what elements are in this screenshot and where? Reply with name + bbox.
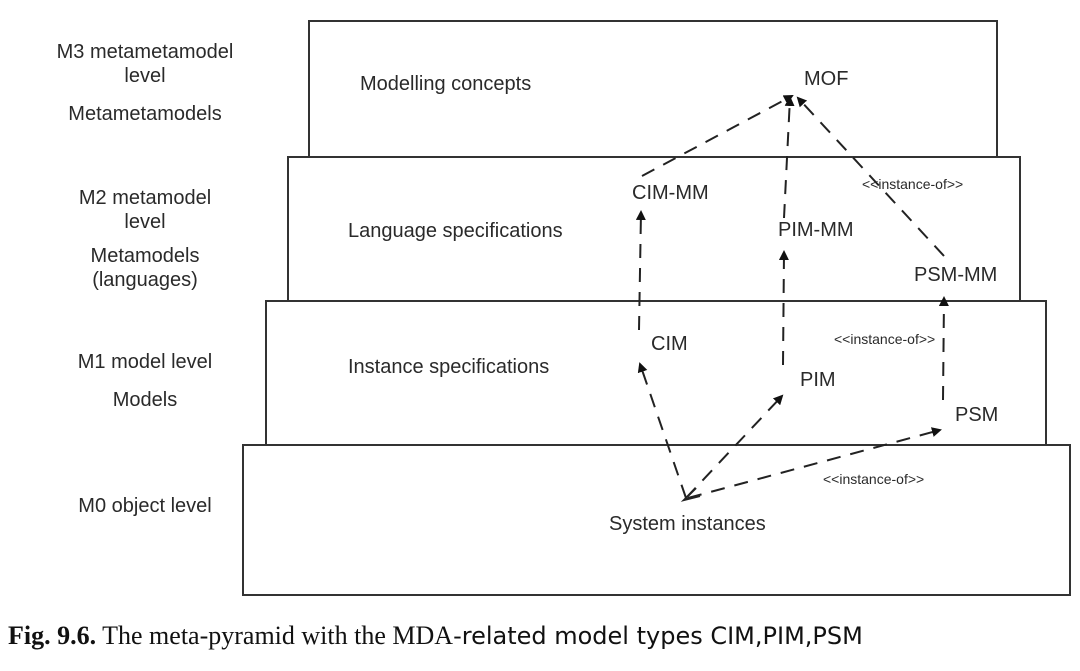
m1-box-label: Instance specifications <box>348 356 550 378</box>
m2-kind: Metamodels <box>90 245 200 267</box>
m3-box-label: Modelling concepts <box>360 73 532 95</box>
figure-caption: Fig. 9.6. The meta-pyramid with the MDA-… <box>8 620 863 651</box>
arrow-sys-to-pim <box>685 394 784 499</box>
caption-text-serif: The meta-pyramid with the MDA <box>96 621 454 650</box>
instance-of-label-m0: <<instance-of>> <box>823 471 925 487</box>
caption-figure-number: Fig. 9.6. <box>8 621 97 650</box>
m2-box-label: Language specifications <box>348 220 563 242</box>
node-cim-mm: CIM-MM <box>632 182 709 204</box>
arrow-psmmm-to-mof <box>796 96 945 257</box>
node-mof: MOF <box>804 68 849 90</box>
m2-subtitle: level <box>124 211 166 233</box>
m3-box <box>308 20 998 158</box>
arrow-psm-to-psmmm <box>938 296 949 401</box>
m1-box <box>265 300 1047 446</box>
m3-level-label: M3 metametamodel level Metametamodels <box>5 40 285 126</box>
arrow-cimmm-to-mof <box>641 95 794 177</box>
arrow-sys-to-psm <box>687 427 942 499</box>
m1-title: M1 model level <box>77 351 213 373</box>
arrow-pim-to-pimmm <box>778 250 789 366</box>
instance-of-label-m1: <<instance-of>> <box>834 331 936 347</box>
instance-of-label-m2: <<instance-of>> <box>862 176 964 192</box>
m2-box <box>287 156 1021 302</box>
m2-title: M2 metamodel <box>78 187 212 209</box>
node-system-instances: System instances <box>609 513 766 535</box>
arrow-cim-to-cimmm <box>635 210 646 331</box>
m2-kind-note: (languages) <box>92 269 198 291</box>
arrow-sys-to-cim <box>637 362 687 499</box>
node-pim-mm: PIM-MM <box>778 219 854 241</box>
m0-title: M0 object level <box>78 495 212 517</box>
m3-title: M3 metametamodel <box>56 41 234 63</box>
node-cim: CIM <box>651 333 688 355</box>
sys-arrowhead <box>680 487 701 502</box>
m3-kind: Metametamodels <box>68 103 222 125</box>
m3-subtitle: level <box>124 65 166 87</box>
m0-box <box>242 444 1071 596</box>
m1-kind: Models <box>112 389 178 411</box>
arrow-pimmm-to-mof <box>783 96 795 219</box>
caption-text-sans: -related model types CIM,PIM,PSM <box>453 622 863 650</box>
node-pim: PIM <box>800 369 836 391</box>
node-psm-mm: PSM-MM <box>914 264 998 286</box>
m2-level-label: M2 metamodel level Metamodels (languages… <box>5 186 285 292</box>
node-psm: PSM <box>955 404 999 426</box>
m1-level-label: M1 model level Models <box>5 350 285 412</box>
m0-level-label: M0 object level <box>5 494 285 518</box>
